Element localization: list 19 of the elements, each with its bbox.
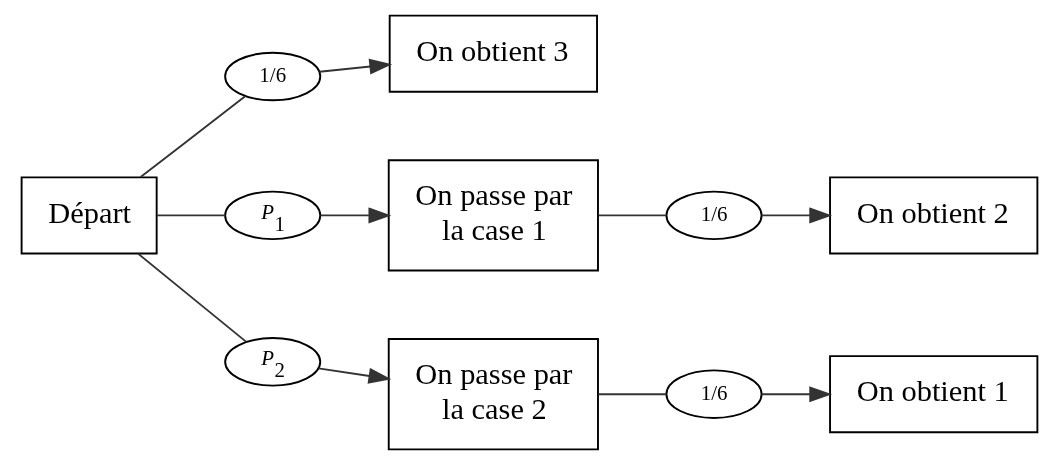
arrow [760,386,833,403]
node-box: On passe par la case 2 [387,338,599,451]
arrow [317,367,392,384]
connector [156,214,227,217]
node-ellipse: 1/6 [665,190,763,241]
node-ellipse: 1/6 [224,51,322,102]
node-box: On passe par la case 1 [387,159,599,272]
arrow [319,207,392,224]
connector [137,252,247,343]
arrow [318,58,393,75]
connector [597,214,668,217]
node-box: Départ [20,176,158,255]
node-box: On obtient 2 [829,176,1039,255]
connector [139,95,247,178]
connector [597,393,668,396]
node-ellipse: 1/6 [665,369,763,419]
node-box: On obtient 1 [829,355,1039,434]
arrow [760,207,833,224]
node-box: On obtient 3 [388,14,598,93]
